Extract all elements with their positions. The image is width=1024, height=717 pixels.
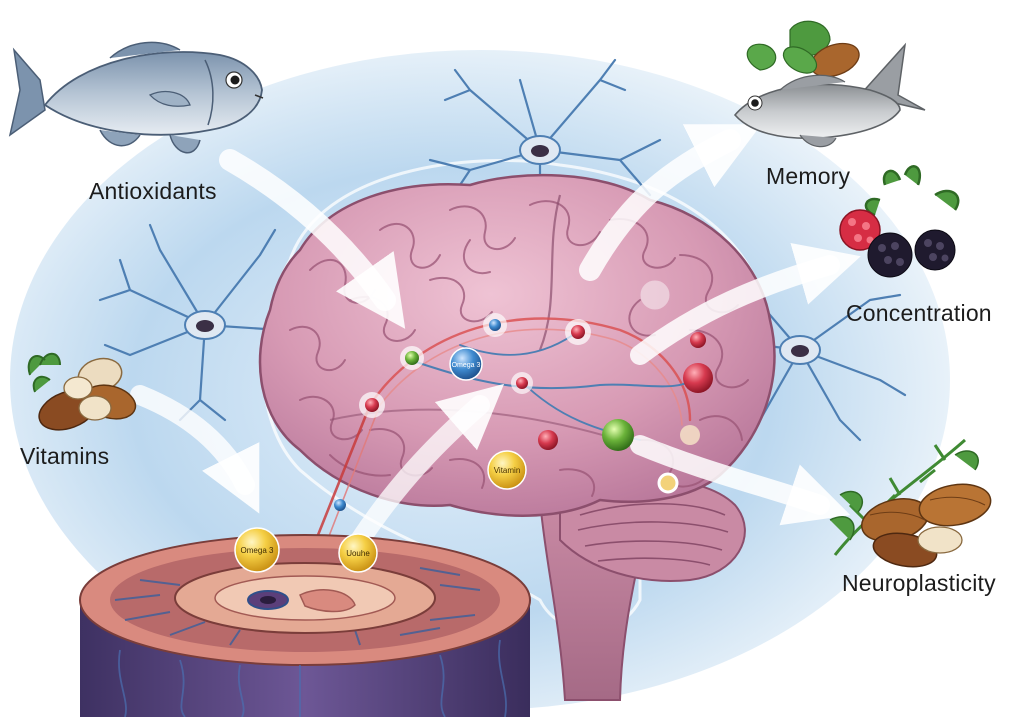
omega-capsule-tissue: Omega 3	[235, 528, 279, 572]
label-memory: Memory	[766, 163, 850, 190]
label-concentration: Concentration	[846, 300, 992, 327]
omega-capsule-tissue-label: Omega 3	[241, 546, 274, 555]
omega-capsule-brain: Omega 3	[450, 348, 482, 380]
omega-capsule-brain-label: Omega 3	[452, 362, 481, 369]
vitamin-capsule-brain: Vitamin	[488, 451, 526, 489]
tissue-cross-section	[80, 535, 530, 717]
label-neuroplasticity: Neuroplasticity	[842, 570, 996, 597]
label-antioxidants: Antioxidants	[89, 178, 217, 205]
uouhe-capsule-tissue: Uouhe	[339, 534, 377, 572]
vitamin-capsule-brain-label: Vitamin	[494, 466, 521, 475]
uouhe-capsule-tissue-label: Uouhe	[346, 549, 370, 558]
label-vitamins: Vitamins	[20, 443, 109, 470]
